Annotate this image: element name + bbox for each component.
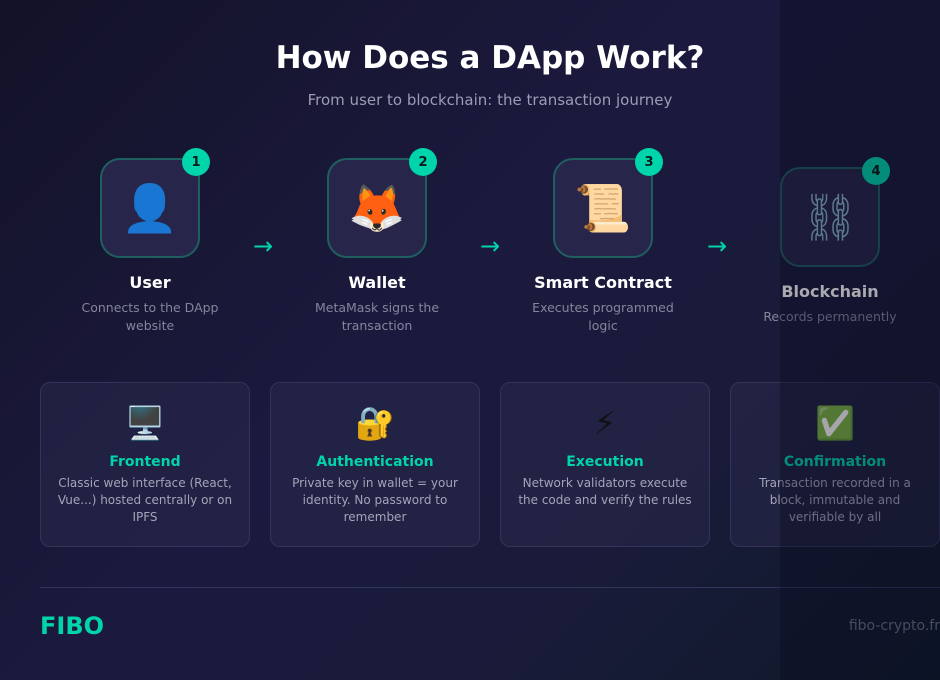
card-frontend: 🖥️ Frontend Classic web interface (React… (40, 382, 250, 547)
card-execution: ⚡ Execution Network validators execute t… (500, 382, 710, 547)
arrow-right-icon: → (479, 232, 501, 260)
step-icon-box: 👤1 (100, 148, 210, 258)
card-text: Classic web interface (React, Vue...) ho… (57, 476, 233, 524)
step-description: Connects to the DApp website (81, 300, 219, 333)
user-icon: 👤 (121, 180, 179, 235)
card-title: Confirmation (783, 454, 887, 470)
desktop-computer-icon: 🖥️ (125, 404, 165, 442)
step-number-badge: 4 (862, 157, 890, 185)
step-name: User (129, 273, 171, 292)
step-description: MetaMask signs the transaction (314, 300, 440, 333)
card-authentication: 🔐 Authentication Private key in wallet =… (270, 382, 480, 547)
card-title: Authentication (316, 454, 434, 470)
step-number-badge: 3 (635, 148, 663, 176)
card-text: Private key in wallet = your identity. N… (292, 476, 458, 524)
card-text: Transaction recorded in a block, immutab… (759, 476, 911, 524)
step-user: 👤1 User Connects to the DApp website (50, 148, 250, 335)
step-name: Blockchain (781, 282, 879, 301)
card-confirmation: ✅ Confirmation Transaction recorded in a… (730, 382, 940, 547)
arrow-right-icon: → (252, 232, 274, 260)
fibo-logo: FIBO (40, 612, 105, 640)
fox-icon: 🦊 (348, 180, 406, 235)
step-name: Wallet (348, 273, 406, 292)
step-name: Smart Contract (534, 273, 672, 292)
chains-icon: ⛓ (800, 189, 860, 244)
page-title: How Does a DApp Work? (275, 40, 705, 76)
lock-with-key-icon: 🔐 (355, 404, 395, 442)
card-title: Execution (566, 454, 644, 470)
step-description: Executes programmed logic (532, 300, 674, 333)
arrow-right-icon: → (706, 232, 728, 260)
step-wallet: 🦊2 Wallet MetaMask signs the transaction (277, 148, 477, 335)
step-number-badge: 2 (409, 148, 437, 176)
step-blockchain: ⛓4 Blockchain Records permanently (730, 157, 930, 326)
step-description: Records permanently (763, 309, 897, 324)
step-number-badge: 1 (182, 148, 210, 176)
check-mark-icon: ✅ (815, 404, 855, 442)
step-smart-contract: 📜3 Smart Contract Executes programmed lo… (503, 148, 703, 335)
site-url: fibo-crypto.fr (848, 618, 940, 634)
step-icon-box: 📜3 (553, 148, 663, 258)
lightning-icon: ⚡ (593, 404, 617, 442)
card-title: Frontend (109, 454, 181, 470)
page-subtitle: From user to blockchain: the transaction… (307, 91, 673, 109)
step-icon-box: 🦊2 (327, 148, 437, 258)
scroll-icon: 📜 (574, 180, 632, 235)
step-icon-box: ⛓4 (780, 157, 890, 267)
footer-divider (40, 587, 940, 588)
card-text: Network validators execute the code and … (518, 476, 692, 507)
